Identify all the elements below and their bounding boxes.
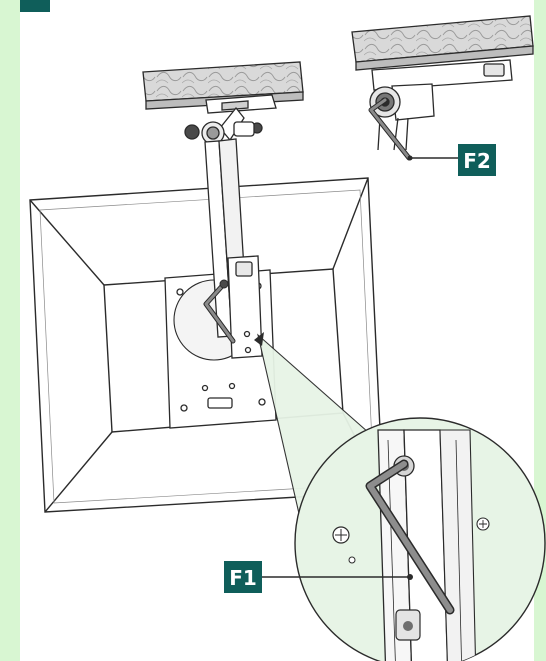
callout-detail [332,429,490,661]
ceiling-block-inset [351,15,534,71]
label-f2: F2 [458,144,496,176]
corner-tab [20,0,50,12]
zoom-callout [254,332,546,661]
hex-key-main [203,279,236,344]
hex-key-inset [368,97,412,161]
label-f2-text: F2 [463,149,491,173]
label-f1: F1 [224,561,262,593]
label-f1-text: F1 [229,566,257,590]
inset-f2 [351,15,534,161]
ceiling-mount-arm [184,94,277,359]
